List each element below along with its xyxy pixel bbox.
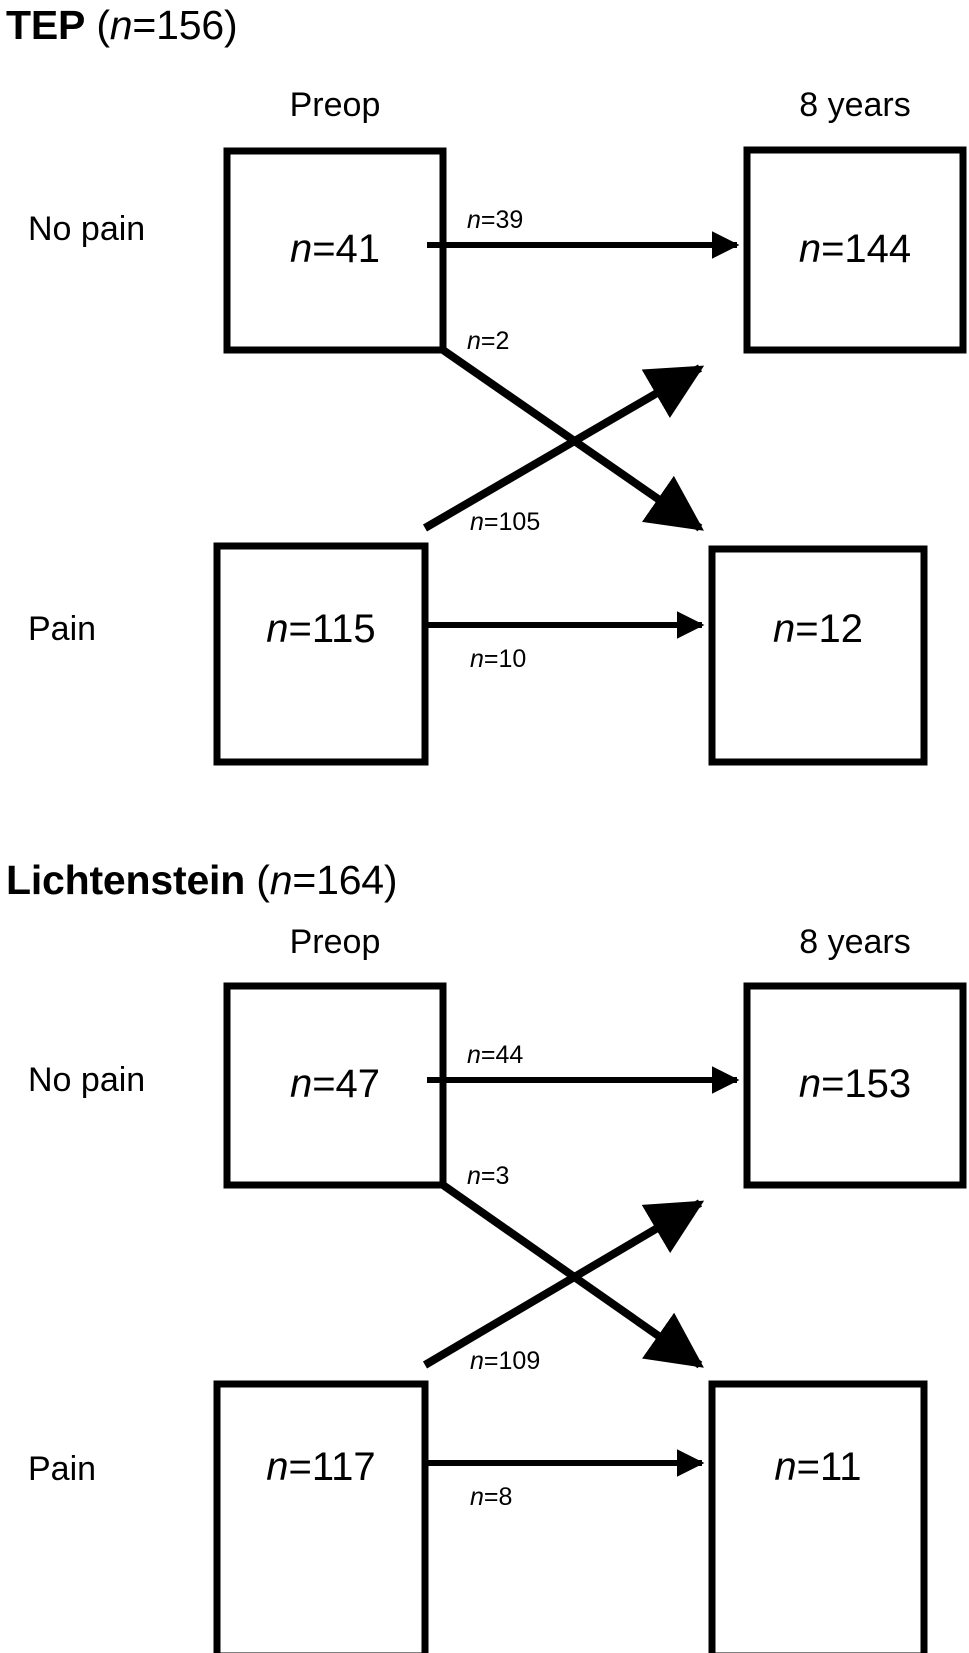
flow-line-pain-to-nopain-lichtenstein xyxy=(422,1199,705,1369)
panel-title-n-symbol: n xyxy=(269,857,293,903)
n-symbol: n xyxy=(470,508,484,536)
n-symbol: n xyxy=(289,1062,313,1106)
flow-label-pain-to-pain-tep: n=10 xyxy=(470,645,526,673)
node-value-preop-no-pain-lichtenstein: n=47 xyxy=(227,1062,443,1106)
flow-line-pain-to-nopain-tep xyxy=(422,364,705,532)
panel-title-suffix: =156) xyxy=(132,2,238,48)
n-value: =47 xyxy=(312,1062,381,1106)
node-box-preop-no-pain-lichtenstein xyxy=(223,982,447,1189)
n-value: =115 xyxy=(288,607,376,651)
node-box-8years-no-pain-lichtenstein xyxy=(743,982,967,1189)
node-value-8years-no-pain-tep: n=144 xyxy=(747,227,963,271)
n-symbol: n xyxy=(470,645,484,673)
n-value: =105 xyxy=(483,508,541,536)
n-symbol: n xyxy=(470,1347,484,1375)
node-value-8years-no-pain-lichtenstein: n=153 xyxy=(747,1062,963,1106)
n-symbol: n xyxy=(798,1062,822,1106)
panel-title-tep: TEP (n=156) xyxy=(6,2,238,48)
flow-label-pain-to-pain-lichtenstein: n=8 xyxy=(470,1483,512,1511)
n-symbol: n xyxy=(467,1162,481,1190)
node-box-preop-pain-tep xyxy=(213,542,429,766)
node-value-8years-pain-tep: n=12 xyxy=(712,607,924,651)
node-box-preop-pain-lichtenstein xyxy=(213,1380,429,1653)
diagram-svg-lichtenstein xyxy=(213,982,967,1653)
row-label-no-pain-lichtenstein: No pain xyxy=(28,1061,146,1099)
n-symbol: n xyxy=(772,607,796,651)
n-symbol: n xyxy=(266,607,289,651)
panel-lichtenstein: Lichtenstein (n=164) Preop 8 years No pa… xyxy=(0,855,969,1653)
n-value: =3 xyxy=(480,1162,510,1190)
n-value: =39 xyxy=(480,206,524,234)
flow-label-pain-to-nopain-lichtenstein: n=109 xyxy=(470,1347,540,1375)
n-value: =44 xyxy=(480,1041,524,1069)
n-value: =10 xyxy=(483,645,527,673)
n-symbol: n xyxy=(470,1483,484,1511)
column-header-preop-lichtenstein: Preop xyxy=(289,923,381,961)
column-header-8years-lichtenstein: 8 years xyxy=(799,923,911,961)
panel-title-paren-open: ( xyxy=(245,857,270,903)
flow-label-nopain-to-nopain-tep: n=39 xyxy=(467,206,523,234)
panel-title-main: Lichtenstein xyxy=(6,857,246,903)
flow-label-nopain-to-nopain-lichtenstein: n=44 xyxy=(467,1041,523,1069)
n-value: =117 xyxy=(288,1445,376,1489)
n-value: =11 xyxy=(796,1445,862,1489)
n-symbol: n xyxy=(774,1445,797,1489)
column-header-8years-tep: 8 years xyxy=(799,86,911,124)
n-value: =144 xyxy=(821,227,912,271)
n-value: =41 xyxy=(312,227,381,271)
n-value: =2 xyxy=(480,327,510,355)
panel-tep: TEP (n=156) Preop 8 years No pain Pain n… xyxy=(0,0,969,800)
row-label-no-pain-tep: No pain xyxy=(28,210,146,248)
flow-label-pain-to-nopain-tep: n=105 xyxy=(470,508,540,536)
n-symbol: n xyxy=(798,227,822,271)
panel-title-n-symbol: n xyxy=(109,2,133,48)
row-label-pain-tep: Pain xyxy=(28,610,97,648)
node-value-8years-pain-lichtenstein: n=11 xyxy=(712,1445,924,1489)
node-box-8years-pain-tep xyxy=(708,545,928,766)
flow-label-nopain-to-pain-tep: n=2 xyxy=(467,327,509,355)
n-value: =8 xyxy=(483,1483,513,1511)
n-symbol: n xyxy=(467,206,481,234)
node-value-preop-pain-tep: n=115 xyxy=(217,607,425,651)
panel-title-main: TEP xyxy=(6,2,86,48)
flow-label-nopain-to-pain-lichtenstein: n=3 xyxy=(467,1162,509,1190)
node-box-8years-pain-lichtenstein xyxy=(708,1380,928,1653)
n-value: =109 xyxy=(483,1347,541,1375)
n-symbol: n xyxy=(467,1041,481,1069)
diagram-svg-tep xyxy=(213,146,967,766)
node-box-8years-no-pain-tep xyxy=(743,146,967,354)
n-symbol: n xyxy=(467,327,481,355)
node-value-preop-no-pain-tep: n=41 xyxy=(227,227,443,271)
n-symbol: n xyxy=(289,227,313,271)
n-value: =12 xyxy=(795,607,864,651)
node-box-preop-no-pain-tep xyxy=(223,147,447,354)
n-symbol: n xyxy=(266,1445,289,1489)
panel-title-paren-open: ( xyxy=(85,2,110,48)
row-label-pain-lichtenstein: Pain xyxy=(28,1450,97,1488)
n-value: =153 xyxy=(821,1062,912,1106)
panel-title-lichtenstein: Lichtenstein (n=164) xyxy=(6,857,398,903)
node-value-preop-pain-lichtenstein: n=117 xyxy=(217,1445,425,1489)
panel-title-suffix: =164) xyxy=(292,857,398,903)
column-header-preop-tep: Preop xyxy=(289,86,381,124)
